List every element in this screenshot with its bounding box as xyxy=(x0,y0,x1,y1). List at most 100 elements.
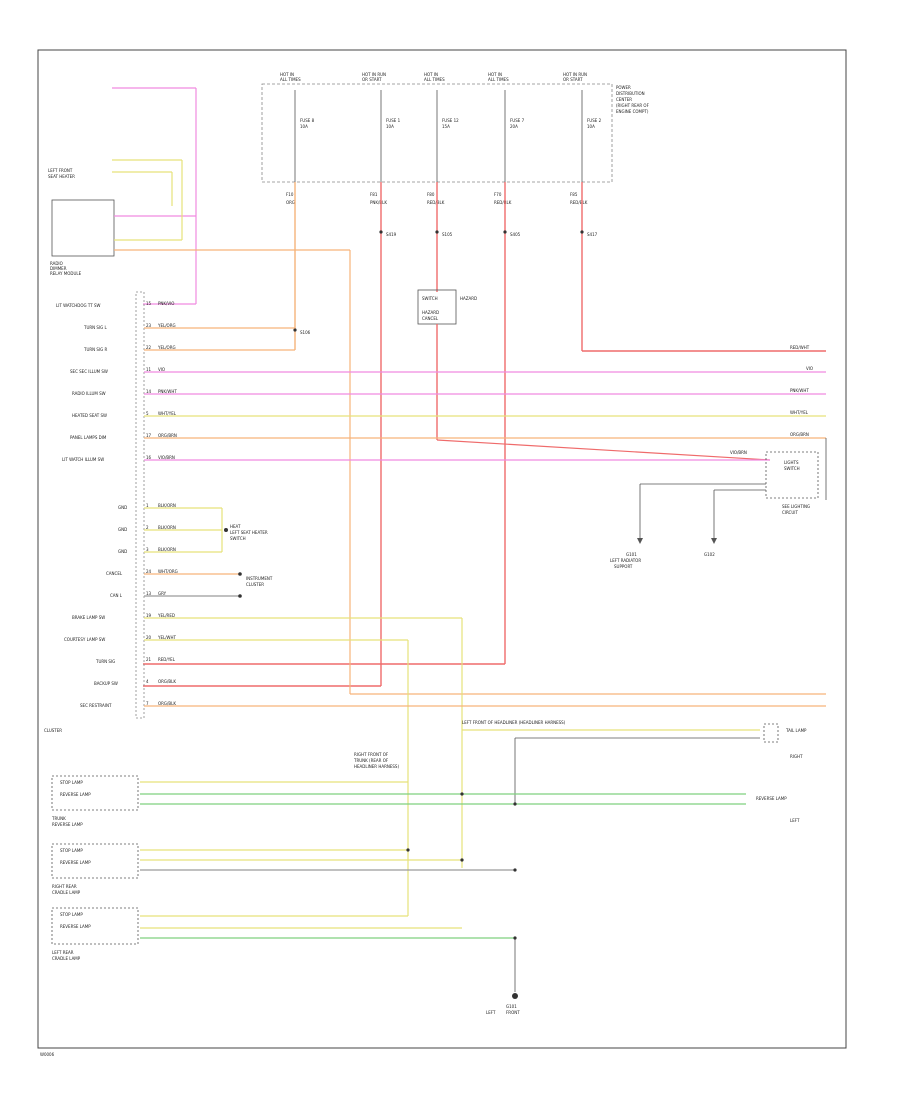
svg-text:RED/YEL: RED/YEL xyxy=(158,657,176,662)
svg-text:RIGHT FRONT OF: RIGHT FRONT OF xyxy=(354,752,389,757)
hot-line-label: HOT IN RUN xyxy=(362,72,386,77)
hazard-label: HAZARD xyxy=(460,296,477,301)
connector-label: COURTESY LAMP SW xyxy=(64,637,105,642)
connector-label: CAN L xyxy=(110,593,123,598)
fuse-box-name-line: POWER xyxy=(616,85,631,90)
svg-text:F70: F70 xyxy=(494,192,502,197)
svg-text:PNK/VIO: PNK/VIO xyxy=(158,301,174,306)
svg-text:GRY: GRY xyxy=(158,591,167,596)
svg-text:HEADLINER HARNESS): HEADLINER HARNESS) xyxy=(354,764,399,769)
svg-text:23: 23 xyxy=(146,323,152,328)
fuse-label: FUSE 1 xyxy=(386,118,401,123)
left-pin-numbers: 15 23 22 11 14 5 17 16 1 2 3 24 13 19 20… xyxy=(146,301,152,706)
svg-text:STOP LAMP: STOP LAMP xyxy=(60,780,83,785)
connector-label: BRAKE LAMP SW xyxy=(72,615,105,620)
heat-switch: HEAT LEFT SEAT HEATER SWITCH INSTRUMENT … xyxy=(221,508,273,598)
svg-text:17: 17 xyxy=(146,433,152,438)
connector-label: SEC RESTRAINT xyxy=(80,703,112,708)
svg-text:SWITCH: SWITCH xyxy=(230,536,246,541)
svg-text:TRUNK: TRUNK xyxy=(51,816,66,821)
svg-text:VIO/BRN: VIO/BRN xyxy=(158,455,175,460)
splice-id: S106 xyxy=(300,330,311,335)
left-wire-colors: PNK/VIO YEL/ORG YEL/ORG VIO PNK/WHT WHT/… xyxy=(157,301,178,706)
svg-text:F85: F85 xyxy=(570,192,578,197)
svg-text:STOP LAMP: STOP LAMP xyxy=(60,912,83,917)
svg-text:RED/BLK: RED/BLK xyxy=(570,200,588,205)
svg-text:22: 22 xyxy=(146,345,152,350)
svg-text:LIGHTS: LIGHTS xyxy=(784,460,799,465)
bottom-lamp-left-rear: STOP LAMP REVERSE LAMP LEFT REAR CRADLE … xyxy=(51,907,517,992)
svg-text:CIRCUIT: CIRCUIT xyxy=(782,510,798,515)
cluster-label: CLUSTER xyxy=(44,728,62,733)
module-label: RELAY MODULE xyxy=(50,271,82,276)
svg-text:16: 16 xyxy=(146,455,152,460)
svg-text:YEL/ORG: YEL/ORG xyxy=(157,345,176,350)
svg-text:15: 15 xyxy=(146,301,152,306)
svg-text:RED/BLK: RED/BLK xyxy=(427,200,445,205)
svg-text:RED/WHT: RED/WHT xyxy=(790,345,810,350)
connector-label: PANEL LAMPS DIM xyxy=(70,435,107,440)
svg-text:BLK/ORN: BLK/ORN xyxy=(158,547,176,552)
harness-note: LEFT FRONT OF HEADLINER (HEADLINER HARNE… xyxy=(462,720,566,725)
fuse-box-name-line: (RIGHT REAR OF xyxy=(616,103,650,108)
hot-line-label: HOT IN xyxy=(280,72,294,77)
harness-wires xyxy=(144,327,826,916)
svg-text:CLUSTER: CLUSTER xyxy=(246,582,264,587)
fuse-box-name-line: CENTER xyxy=(616,97,632,102)
svg-text:CRADLE LAMP: CRADLE LAMP xyxy=(52,956,81,961)
fuse-wire-ids: F10 ORG F81 PNK/BLK F80 RED/BLK F70 RED/… xyxy=(286,192,588,205)
svg-text:REVERSE LAMP: REVERSE LAMP xyxy=(52,822,83,827)
svg-text:PNK/BLK: PNK/BLK xyxy=(370,200,387,205)
bottom-lamp-right-rear: STOP LAMP REVERSE LAMP RIGHT REAR CRADLE… xyxy=(51,843,517,895)
splice-id: S105 xyxy=(442,232,453,237)
svg-text:RIGHT REAR: RIGHT REAR xyxy=(52,884,77,889)
svg-text:RIGHT: RIGHT xyxy=(790,754,803,759)
connector-label: GND xyxy=(118,505,127,510)
connector-label: CANCEL xyxy=(106,571,123,576)
svg-text:TRUNK (REAR OF: TRUNK (REAR OF xyxy=(353,758,389,763)
svg-text:G101: G101 xyxy=(506,1004,517,1009)
hot-line-sub: OR START xyxy=(362,77,382,82)
svg-text:WHT/YEL: WHT/YEL xyxy=(790,410,809,415)
connector-label: TURN SIG L xyxy=(83,325,108,330)
svg-text:4: 4 xyxy=(146,679,149,684)
fuse-amp: 15A xyxy=(442,124,450,129)
fuse-amp: 10A xyxy=(587,124,595,129)
splice-id: S419 xyxy=(386,232,397,237)
seat-heater-label: LEFT FRONT xyxy=(48,168,73,173)
top-left-wires xyxy=(112,87,826,695)
svg-text:24: 24 xyxy=(146,569,152,574)
hot-line-sub: ALL TIMES xyxy=(488,77,509,82)
svg-text:LEFT RADIATOR: LEFT RADIATOR xyxy=(610,558,641,563)
svg-text:F10: F10 xyxy=(286,192,294,197)
feed-wires xyxy=(143,182,826,687)
connector-label: SEC SEC ILLUM SW xyxy=(70,369,108,374)
fuse-label: FUSE 2 xyxy=(587,118,602,123)
svg-text:YEL/ORG: YEL/ORG xyxy=(157,323,176,328)
connector-label: TURN SIG xyxy=(95,659,115,664)
svg-text:REVERSE LAMP: REVERSE LAMP xyxy=(60,924,91,929)
bottom-lamp-trunk: STOP LAMP REVERSE LAMP TRUNK REVERSE LAM… xyxy=(51,775,746,827)
connector-label: LIT WATCHDOG TT SW xyxy=(56,303,101,308)
radio-dimmer-module xyxy=(51,199,115,257)
svg-text:PNK/WHT: PNK/WHT xyxy=(790,388,809,393)
ground-branches: G101 LEFT RADIATOR SUPPORT G102 xyxy=(610,483,766,569)
svg-text:F80: F80 xyxy=(427,192,435,197)
module-label: DIMMER xyxy=(50,266,67,271)
svg-text:FRONT: FRONT xyxy=(506,1010,520,1015)
left-connector-labels: LIT WATCHDOG TT SW TURN SIG L TURN SIG R… xyxy=(56,303,127,708)
svg-text:YEL/WHT: YEL/WHT xyxy=(157,635,177,640)
hazard-label: SWITCH xyxy=(422,296,438,301)
svg-text:VIO: VIO xyxy=(806,366,813,371)
svg-text:ORG/BLK: ORG/BLK xyxy=(158,701,176,706)
svg-text:YEL/RED: YEL/RED xyxy=(157,613,175,618)
svg-text:11: 11 xyxy=(146,367,152,372)
footer-code: W0006 xyxy=(40,1052,55,1057)
svg-text:BLK/ORN: BLK/ORN xyxy=(158,503,176,508)
svg-text:3: 3 xyxy=(146,547,149,552)
cluster-connector xyxy=(135,291,145,719)
fuse-amp: 10A xyxy=(300,124,308,129)
svg-text:7: 7 xyxy=(146,701,149,706)
svg-text:REVERSE LAMP: REVERSE LAMP xyxy=(756,796,787,801)
